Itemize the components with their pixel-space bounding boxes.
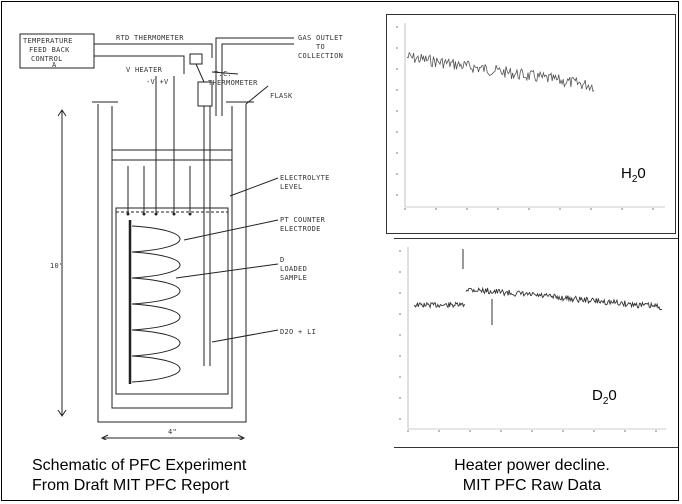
- y-tick-dot: [399, 376, 401, 378]
- x-tick-dot: [624, 430, 626, 432]
- y-tick-dot: [396, 26, 398, 28]
- x-tick-dot: [559, 208, 561, 210]
- pt-counter-coil: [131, 225, 181, 383]
- schematic-caption-line-2: From Draft MIT PFC Report: [32, 477, 230, 494]
- y-tick-dot: [399, 355, 401, 357]
- x-tick-dot: [590, 208, 592, 210]
- gas-outlet-label-3: COLLECTION: [298, 52, 343, 60]
- y-tick-dot: [399, 334, 401, 336]
- gas-outlet-label-1: GAS OUTLET: [298, 34, 344, 42]
- x-tick-dot: [531, 430, 533, 432]
- x-tick-dot: [655, 430, 657, 432]
- feedback-label-1: TEMPERATURE: [23, 37, 73, 45]
- raw-data-caption-line-1: Heater power decline.: [454, 457, 610, 474]
- pfc-cell-schematic: TEMPERATURE FEED BACK CONTROL A RTD THER…: [19, 33, 344, 440]
- y-tick-dot: [396, 47, 398, 49]
- height-dimension-label: 10": [50, 262, 64, 270]
- x-tick-dot: [466, 208, 468, 210]
- y-tick-dot: [396, 194, 398, 196]
- feedback-symbol: A: [52, 61, 57, 69]
- tc-label-1: T.C.: [214, 70, 232, 78]
- flask-label: FLASK: [270, 92, 293, 100]
- y-tick-dot: [399, 313, 401, 315]
- y-tick-dot: [396, 68, 398, 70]
- x-tick-dot: [500, 430, 502, 432]
- h2o-raw-data-panel: H20: [386, 14, 676, 234]
- electrolyte-label-1: ELECTROLYTE: [280, 174, 330, 182]
- y-tick-dot: [399, 418, 401, 420]
- d2o-sample-label: D20: [592, 387, 617, 407]
- h2o-raw-trace: [396, 23, 665, 210]
- d2o-li-label: D2O + LI: [280, 328, 316, 336]
- x-tick-dot: [407, 430, 409, 432]
- width-dimension-label: 4": [168, 428, 177, 436]
- x-tick-dot: [593, 430, 595, 432]
- feedback-control-box: [19, 33, 95, 69]
- h2o-sample-label: H20: [621, 165, 646, 185]
- electrolyte-label-2: LEVEL: [280, 183, 303, 191]
- x-tick-dot: [438, 430, 440, 432]
- d-loaded-label-3: SAMPLE: [280, 274, 307, 282]
- x-tick-dot: [621, 208, 623, 210]
- feedback-label-3: CONTROL: [31, 55, 63, 63]
- x-tick-dot: [435, 208, 437, 210]
- x-tick-dot: [469, 430, 471, 432]
- x-tick-dot: [528, 208, 530, 210]
- y-tick-dot: [396, 131, 398, 133]
- d2o-raw-data-panel: D20: [394, 238, 678, 448]
- schematic-caption: Schematic of PFC Experiment From Draft M…: [32, 456, 332, 496]
- flask-outer-wall: [97, 104, 247, 423]
- x-tick-dot: [497, 208, 499, 210]
- y-tick-dot: [396, 173, 398, 175]
- raw-data-caption-line-2: MIT PFC Raw Data: [462, 477, 602, 494]
- y-tick-dot: [396, 110, 398, 112]
- d-loaded-label-2: LOADED: [280, 265, 307, 273]
- v-heater-label: V HEATER: [126, 66, 163, 74]
- x-tick-dot: [562, 430, 564, 432]
- tc-label-2: THERMOMETER: [208, 79, 258, 87]
- raw-data-caption: Heater power decline. MIT PFC Raw Data: [398, 456, 666, 496]
- pt-counter-label-2: ELECTRODE: [280, 225, 321, 233]
- schematic-caption-line-1: Schematic of PFC Experiment: [32, 457, 247, 474]
- y-tick-dot: [396, 89, 398, 91]
- y-tick-dot: [396, 152, 398, 154]
- y-tick-dot: [399, 271, 401, 273]
- voltage-terminals-label: -V +V: [146, 78, 169, 86]
- y-tick-dot: [399, 292, 401, 294]
- pt-counter-label-1: PT COUNTER: [280, 216, 326, 224]
- y-tick-dot: [399, 250, 401, 252]
- feedback-label-2: FEED BACK: [29, 46, 70, 54]
- d2o-raw-trace: [399, 247, 666, 432]
- rtd-thermometer-label: RTD THERMOMETER: [116, 34, 184, 42]
- d-loaded-label-1: D: [280, 256, 285, 264]
- y-tick-dot: [399, 397, 401, 399]
- x-tick-dot: [404, 208, 406, 210]
- flask-inner-wall: [111, 106, 233, 409]
- x-tick-dot: [652, 208, 654, 210]
- gas-outlet-label-2: TO: [316, 43, 325, 51]
